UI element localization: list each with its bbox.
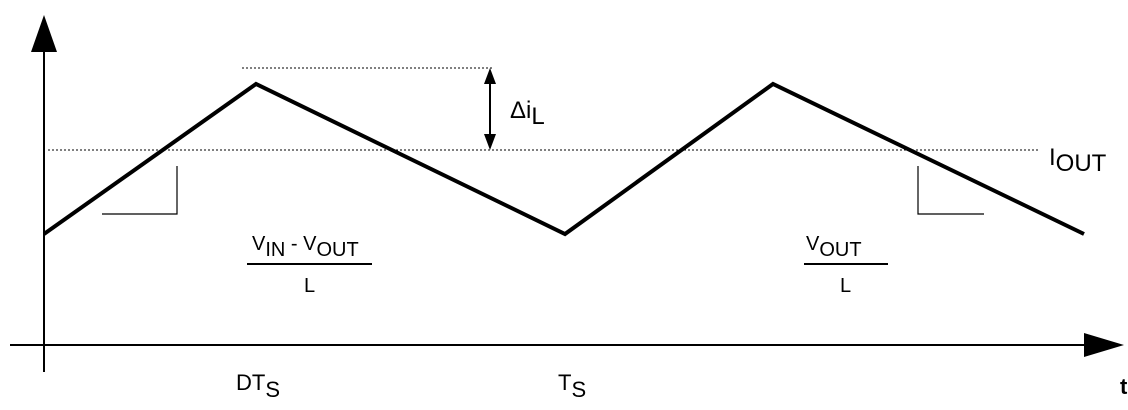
fall-slope-marker xyxy=(917,166,984,215)
ripple-label-sub: L xyxy=(531,103,544,130)
rise-denominator: L xyxy=(304,275,315,297)
svg-text:VIN - VOUT: VIN - VOUT xyxy=(252,233,359,261)
tick-ts-sub: S xyxy=(571,377,586,402)
vout-sub: OUT xyxy=(316,239,358,261)
tick-dts: DTS xyxy=(236,370,280,402)
ripple-label: ΔiL xyxy=(510,97,545,130)
x-axis-label: t xyxy=(1120,374,1128,399)
vout-main: V xyxy=(303,233,317,255)
y-axis xyxy=(31,15,57,372)
ripple-dimension-arrow xyxy=(484,68,496,150)
iout-label: IOUT xyxy=(1049,144,1107,177)
ripple-label-main: Δi xyxy=(510,97,531,124)
inductor-current-waveform xyxy=(42,81,1085,237)
fall-slope-expression: VOUT L xyxy=(804,233,888,297)
fall-vout-sub: OUT xyxy=(819,239,861,261)
minus-sign: - xyxy=(285,233,303,255)
tick-dts-main: DT xyxy=(236,370,265,395)
x-axis-arrowhead xyxy=(1084,333,1124,357)
svg-text:VOUT: VOUT xyxy=(806,233,862,261)
rise-slope-expression: VIN - VOUT L xyxy=(247,233,372,297)
tick-dts-sub: S xyxy=(265,377,280,402)
fall-denominator: L xyxy=(840,275,851,297)
iout-label-sub: OUT xyxy=(1056,150,1107,177)
y-axis-arrowhead xyxy=(31,15,57,52)
iout-label-main: I xyxy=(1049,144,1056,171)
x-axis xyxy=(10,333,1124,357)
vin-sub: IN xyxy=(265,239,285,261)
vin-main: V xyxy=(252,233,266,255)
rise-slope-marker xyxy=(102,166,178,215)
fall-vout-main: V xyxy=(806,233,820,255)
tick-ts-main: T xyxy=(558,370,571,395)
tick-ts: TS xyxy=(558,370,586,402)
